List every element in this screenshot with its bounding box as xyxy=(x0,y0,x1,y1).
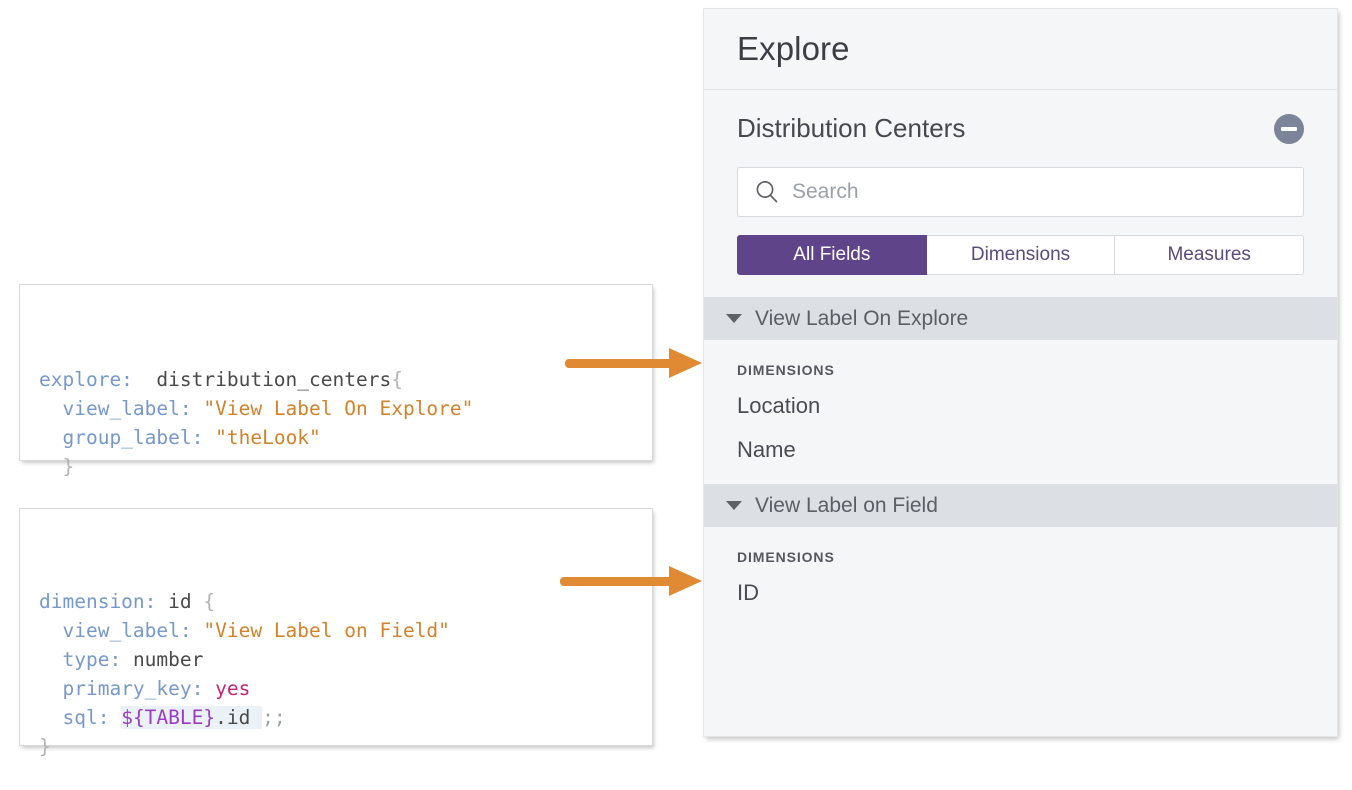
code-token-plain: number xyxy=(132,648,204,671)
code-token-plain xyxy=(203,426,215,449)
code-line: sql: ${TABLE}.id ;; xyxy=(39,703,652,732)
code-line: } xyxy=(39,732,652,761)
code-line: primary_key: yes xyxy=(39,674,652,703)
field-item[interactable]: Location xyxy=(737,393,821,418)
code-token-brace: { xyxy=(203,590,216,613)
code-line: group_label: "theLook" xyxy=(39,423,652,452)
code-token-plain xyxy=(192,619,204,642)
field-group-body: DIMENSIONS Location Name xyxy=(704,340,1337,484)
code-token-str: "theLook" xyxy=(215,426,321,449)
code-token-bool: yes xyxy=(215,677,251,700)
code-token-plain xyxy=(39,706,62,729)
field-group-header-view-label-on-field[interactable]: View Label on Field xyxy=(704,484,1337,527)
page-title: Explore xyxy=(737,30,850,67)
code-token-brace: } xyxy=(62,455,75,478)
code-token-plain: distribution_centers xyxy=(156,368,392,391)
code-token-plain xyxy=(39,397,62,420)
code-token-key: primary_key: xyxy=(62,677,204,700)
explore-panel: Explore Distribution Centers All Fields … xyxy=(703,8,1338,737)
code-snippet-dimension-body: dimension: id { view_label: "View Label … xyxy=(20,567,652,761)
subgroup-label-dimensions: DIMENSIONS xyxy=(737,549,835,565)
code-snippet-dimension: dimension: id { view_label: "View Label … xyxy=(19,508,653,758)
arrow-head xyxy=(669,566,702,596)
code-token-var: ${TABLE} xyxy=(121,706,216,729)
code-token-key: sql: xyxy=(62,706,110,729)
tab-measures[interactable]: Measures xyxy=(1115,235,1305,275)
fields-list: View Label On Explore DIMENSIONS Locatio… xyxy=(704,297,1337,627)
code-line: explore: distribution_centers{ xyxy=(39,365,652,394)
code-line: view_label: "View Label On Explore" xyxy=(39,394,652,423)
search-icon xyxy=(756,181,778,203)
field-group-title: View Label On Explore xyxy=(755,306,969,330)
caret-down-icon xyxy=(726,501,742,510)
code-token-plain xyxy=(121,648,133,671)
code-token-str: "View Label On Explore" xyxy=(203,397,474,420)
code-token-plain: id xyxy=(168,590,192,613)
minus-bar xyxy=(1281,126,1297,131)
code-token-plain xyxy=(192,590,204,613)
code-line: dimension: id { xyxy=(39,587,652,616)
code-token-str: "View Label on Field" xyxy=(203,619,450,642)
code-token-key: dimension: xyxy=(39,590,157,613)
explore-name: Distribution Centers xyxy=(737,113,966,143)
code-token-plain xyxy=(109,706,121,729)
explore-name-row: Distribution Centers xyxy=(737,90,1304,167)
code-token-plain xyxy=(133,368,156,391)
code-token-var-sfx: .id xyxy=(215,706,263,729)
code-snippet-explore: explore: distribution_centers{ view_labe… xyxy=(19,284,653,478)
tab-all-fields[interactable]: All Fields xyxy=(737,235,927,275)
code-token-plain xyxy=(203,677,215,700)
code-line: } xyxy=(39,452,652,481)
code-token-plain xyxy=(192,397,204,420)
search-box[interactable] xyxy=(737,167,1304,217)
field-item[interactable]: Name xyxy=(737,437,796,462)
code-line: view_label: "View Label on Field" xyxy=(39,616,652,645)
code-token-key: view_label: xyxy=(62,619,192,642)
code-token-plain xyxy=(39,619,62,642)
panel-header: Explore xyxy=(704,9,1337,90)
tab-dimensions[interactable]: Dimensions xyxy=(926,235,1116,275)
caret-down-icon xyxy=(726,314,742,323)
code-token-key: type: xyxy=(62,648,122,671)
code-token-plain xyxy=(156,590,168,613)
field-item[interactable]: ID xyxy=(737,580,759,605)
code-token-plain xyxy=(39,677,62,700)
code-token-key: explore: xyxy=(39,368,133,391)
code-line: type: number xyxy=(39,645,652,674)
subgroup-label-dimensions: DIMENSIONS xyxy=(737,362,835,378)
field-filter-tabs: All Fields Dimensions Measures xyxy=(704,217,1337,275)
search-row xyxy=(704,167,1337,217)
search-input[interactable] xyxy=(792,180,1303,204)
field-group: View Label On Explore DIMENSIONS Locatio… xyxy=(704,297,1337,484)
code-token-brace: { xyxy=(391,368,403,391)
arrow-head xyxy=(669,348,702,378)
field-group: View Label on Field DIMENSIONS ID xyxy=(704,484,1337,627)
code-token-key: group_label: xyxy=(62,426,204,449)
code-token-plain xyxy=(39,455,62,478)
minus-circle-icon[interactable] xyxy=(1274,113,1304,144)
field-group-header-view-label-on-explore[interactable]: View Label On Explore xyxy=(704,297,1337,340)
code-token-semi: ;; xyxy=(262,706,286,729)
code-snippet-explore-body: explore: distribution_centers{ view_labe… xyxy=(20,343,652,481)
code-token-brace: } xyxy=(39,735,51,758)
field-group-title: View Label on Field xyxy=(755,493,938,517)
code-token-key: view_label: xyxy=(62,397,192,420)
code-token-plain xyxy=(39,648,62,671)
code-token-plain xyxy=(39,426,62,449)
field-group-body: DIMENSIONS ID xyxy=(704,527,1337,627)
explore-section: Distribution Centers xyxy=(704,90,1337,167)
